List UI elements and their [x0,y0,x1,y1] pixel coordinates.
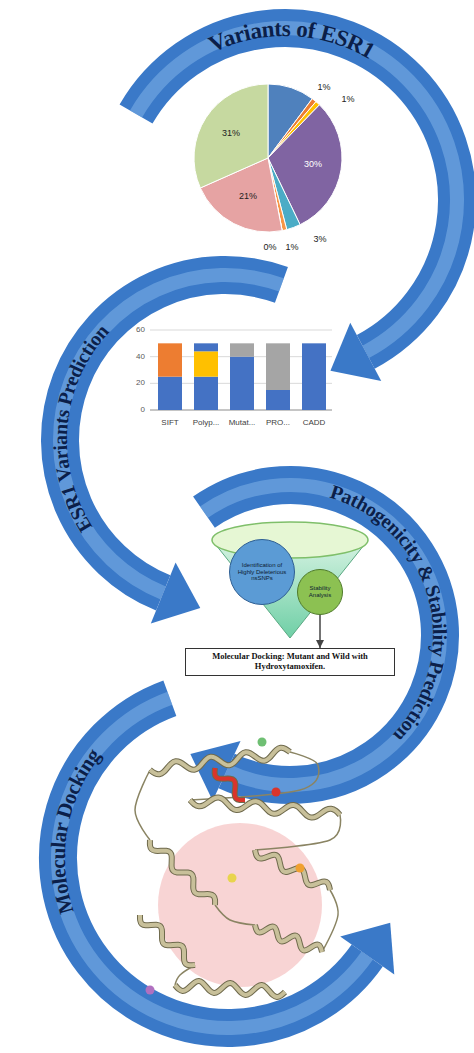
axis-tick: 40 [136,352,145,361]
helix-edge [150,840,215,905]
arrow-band-shine [58,698,367,1028]
bar-segment [194,377,218,410]
helix [140,915,195,965]
percent-label: 21% [239,192,257,202]
protein-loop [255,815,341,850]
flow-arrow [319,615,321,648]
bar-segment [230,343,254,356]
helix-edge [215,768,245,800]
axis-category: Polyp... [193,419,220,428]
arrow-band [58,698,367,1028]
step-circle: Identification of Highly Deleterious nsS… [229,539,295,605]
percent-label: 30% [304,160,322,170]
stage-title: Molecular Docking [46,743,106,916]
axis-tick: 20 [136,379,145,388]
node-text: Stability Analysis [303,585,337,599]
residue [258,738,267,747]
bar-segment [194,343,218,351]
arrow-band-shine [136,28,457,352]
percent-label: 3% [313,235,326,245]
helix [190,797,340,817]
bar-segment [266,390,290,410]
bar-segment [266,343,290,390]
grid-line [150,330,332,331]
stage-titles: Variants of ESR1ESR1 Variants Prediction… [46,15,451,916]
protein-loop [322,890,338,952]
percent-label: 31% [222,129,240,139]
axis-category: SIFT [161,419,178,428]
helix [255,925,322,952]
bar-segment [230,357,254,410]
helix-edge [150,748,290,775]
cycle-arrows [58,28,457,1028]
arrow-band [136,28,457,352]
helix-edge [255,925,322,952]
percent-label: 0% [263,243,276,253]
axis-category: PRO... [266,419,290,428]
arrow-head [340,923,394,975]
percent-label: 1% [285,243,298,253]
funnel [212,522,368,638]
funnel-body [212,540,368,638]
residue [228,874,237,883]
protein-loop [135,770,150,840]
helix-edge [255,850,330,890]
helix [175,981,285,997]
helix-edge [175,981,285,997]
bar-chart [150,330,332,410]
stage-title: Variants of ESR1 [205,15,380,63]
arrow-head [151,562,200,623]
node-text: Identification of Highly Deleterious nsS… [237,562,287,583]
arrow-head [330,323,381,381]
stage-title: Pathogenicity & Stability Prediction [328,480,451,747]
helix-edge [140,915,195,965]
bar-segment [302,343,326,410]
bar-segment [158,343,182,376]
helix [215,768,245,800]
percent-label: 1% [341,95,354,105]
axis-tick: 60 [136,326,145,335]
bar-segment [158,377,182,410]
bar-segment [194,351,218,376]
residue [296,864,305,873]
axis-category: CADD [303,419,326,428]
process-box: Molecular Docking: Mutant and Wild with … [185,648,395,676]
node-text: Molecular Docking: Mutant and Wild with … [192,652,388,672]
protein-loop [215,905,255,925]
residue [272,788,281,797]
residue [146,986,155,995]
protein-structure [135,738,341,997]
step-circle: Stability Analysis [297,569,343,615]
axis-tick: 0 [141,406,145,415]
pie-slice [194,84,268,188]
stage-title: ESR1 Variants Prediction [49,320,113,536]
helix [150,748,290,775]
pie-chart [194,84,342,232]
helix [150,840,215,905]
percent-label: 1% [317,83,330,93]
helix-edge [190,797,340,817]
helix [255,850,330,890]
axis-category: Mutat... [229,419,256,428]
